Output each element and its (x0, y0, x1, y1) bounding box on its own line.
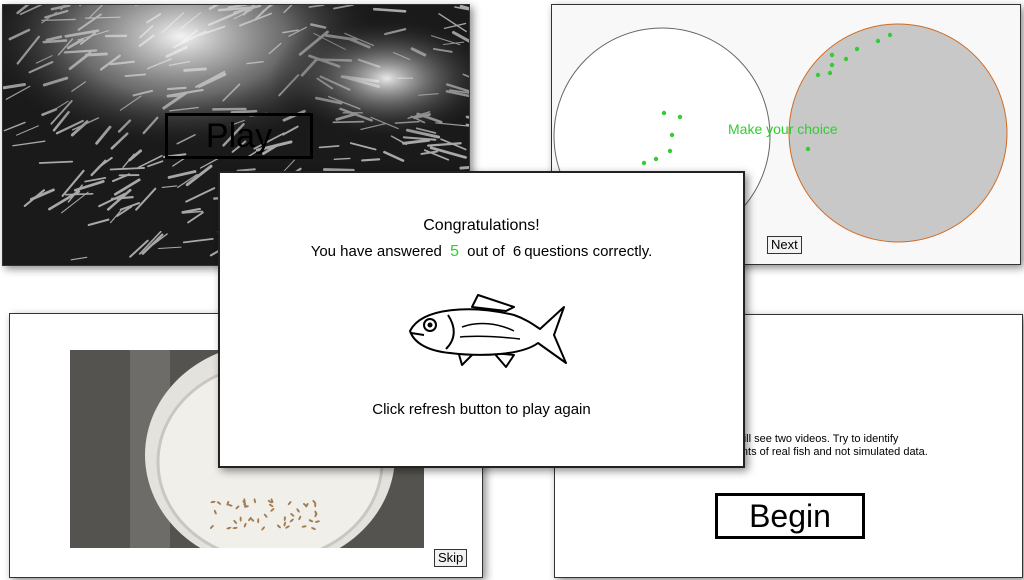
play-button[interactable]: Play (165, 113, 313, 159)
choice-prompt: Make your choice (728, 121, 838, 137)
tank-fish (285, 525, 290, 529)
fish-dot (669, 132, 675, 138)
tank-fish (227, 504, 233, 507)
tank-fish (243, 503, 248, 508)
tank-fish (248, 516, 252, 522)
tank-fish (233, 519, 238, 524)
tank-fish (243, 522, 247, 528)
fish-dot (815, 72, 821, 78)
skip-button[interactable]: Skip (434, 549, 468, 567)
instructions-text: you will see two videos. Try to identify… (715, 433, 1015, 459)
right-fish-dots (805, 32, 893, 152)
refresh-instruction: Click refresh button to play again (372, 401, 591, 418)
tank-fish (283, 521, 286, 527)
tank-fish (283, 516, 286, 522)
tank-fish (226, 526, 232, 530)
tank-fish (250, 517, 255, 522)
choice-panel: Make your choice Next (551, 4, 1021, 265)
right-arena-circle[interactable] (788, 23, 1008, 243)
tank-fish (305, 502, 309, 508)
fish-dot (854, 46, 860, 52)
tank-fish (235, 505, 240, 510)
fish-dot (661, 110, 667, 116)
next-button[interactable]: Next (767, 236, 802, 254)
tank-fish (253, 498, 256, 504)
fish-dot (887, 32, 893, 38)
tank-fish (216, 501, 222, 505)
begin-button[interactable]: Begin (715, 493, 865, 539)
fish-dot (843, 56, 849, 62)
score-suffix: questions correctly. (524, 243, 653, 260)
tank-fish (268, 503, 274, 507)
fish-dot (829, 52, 835, 58)
tank-fish (239, 516, 242, 522)
tank-fish (314, 520, 320, 523)
tank-fish (296, 508, 300, 513)
tank-fish (287, 501, 292, 506)
left-fish-dots (641, 110, 683, 166)
tank-fish (213, 509, 217, 515)
fish-dot (827, 70, 833, 76)
tank-fish (210, 500, 216, 504)
tank-fish (263, 513, 268, 518)
tank-fish (257, 518, 260, 524)
tank-fish (232, 526, 238, 530)
tank-fish (290, 513, 295, 517)
tank-fish (276, 524, 281, 529)
fish-dot (829, 62, 835, 68)
tank-fish (270, 498, 274, 504)
tank-fish (289, 518, 294, 523)
fish-dot (641, 160, 647, 166)
instruction-line-2: vements of real fish and not simulated d… (715, 446, 928, 458)
tank-fish (312, 499, 317, 504)
results-panel: Congratulations! You have answered 5 out… (218, 171, 745, 468)
score-correct: 5 (450, 243, 459, 260)
tank-fish (314, 512, 318, 518)
tank-fish (261, 526, 265, 531)
score-middle: out of (467, 243, 505, 260)
fish-icon (409, 294, 567, 368)
fish-dot (677, 114, 683, 120)
tank-fish (308, 519, 314, 523)
tank-fish (226, 500, 230, 506)
congrats-title: Congratulations! (423, 217, 540, 234)
tank-fish (301, 525, 307, 528)
fish-dot (667, 148, 673, 154)
instruction-line-1: you will see two videos. Try to identify (715, 433, 899, 445)
fish-dot (875, 38, 881, 44)
fish-dot (653, 156, 659, 162)
tank-fish (210, 525, 214, 529)
tank-fish (267, 499, 273, 504)
tank-fish (311, 527, 316, 530)
tank-fish (298, 515, 302, 521)
score-prefix: You have answered (310, 243, 442, 260)
tank-fish (242, 500, 246, 505)
tank-fish (270, 508, 275, 512)
score-total: 6 (512, 243, 522, 260)
fish-dot (805, 146, 811, 152)
